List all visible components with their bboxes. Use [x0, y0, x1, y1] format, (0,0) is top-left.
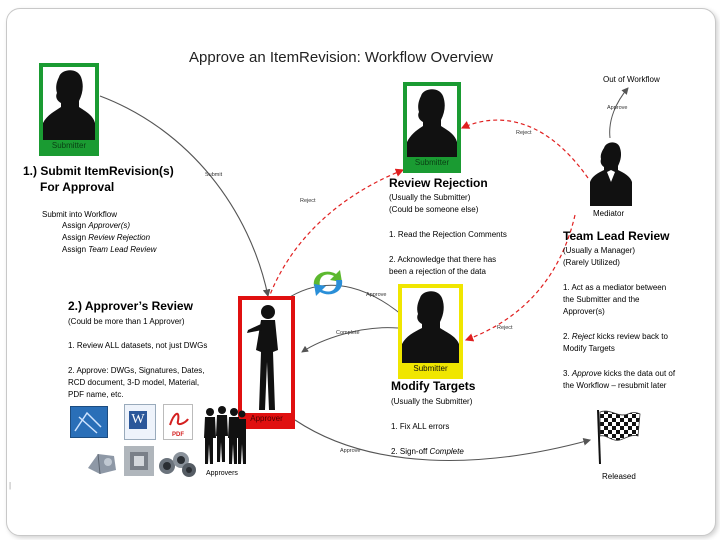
person-head-icon	[402, 291, 459, 363]
arrow-reject-top	[460, 119, 589, 179]
label-approve-top: Approve	[607, 105, 628, 111]
modify-targets-heading: Modify Targets	[391, 379, 476, 393]
arrow-submit	[99, 95, 271, 298]
label-complete: Complete	[336, 330, 360, 336]
label-reject-top: Reject	[516, 130, 532, 136]
step-2-prefix: 2.	[563, 332, 572, 341]
word-doc-icon: W	[124, 404, 156, 440]
assign-prefix: Assign	[62, 245, 87, 254]
assign-item: Assign Review Rejection	[62, 232, 150, 243]
sign-off-complete: Complete	[429, 447, 464, 456]
team-lead-step-1: 1. Act as a mediator between	[563, 283, 667, 292]
approver-step-1: 1. Review ALL datasets, not just DWGs	[68, 341, 208, 350]
refresh-cycle-icon	[306, 264, 350, 302]
label-approve-bottom: Approve	[340, 448, 361, 454]
assign-prefix: Assign	[62, 221, 87, 230]
approve-rest: kicks the data out of	[601, 369, 676, 378]
review-rejection-step-1: 1. Read the Rejection Comments	[389, 230, 507, 239]
metal-part-icon	[124, 446, 154, 476]
arrow-approve-top	[609, 87, 629, 139]
mediator-icon	[590, 140, 632, 206]
label-reject-right: Reject	[497, 325, 513, 331]
review-rejection-heading: Review Rejection	[389, 176, 488, 190]
mediator-caption: Mediator	[593, 209, 625, 218]
modify-targets-step-1: 1. Fix ALL errors	[391, 422, 450, 431]
person-head-icon	[407, 89, 457, 157]
review-rejection-step-2: 2. Acknowledge that there has	[389, 255, 497, 264]
team-lead-step-1-cont: Approver(s)	[563, 307, 605, 316]
arrow-reject-right	[464, 214, 576, 342]
modify-targets-caption: Submitter	[402, 363, 459, 375]
approver-caption: Approver	[242, 413, 291, 425]
team-lead-heading: Team Lead Review	[563, 229, 670, 243]
out-of-workflow-label: Out of Workflow	[603, 75, 660, 84]
approver-note: (Could be more than 1 Approver)	[68, 317, 185, 326]
assign-target: Team Lead Review	[88, 245, 157, 254]
cad-model-icon	[84, 444, 120, 478]
page-title: Approve an ItemRevision: Workflow Overvi…	[189, 49, 493, 66]
review-rejection-note: (Usually the Submitter)	[389, 193, 471, 202]
modify-targets-note: (Usually the Submitter)	[391, 397, 473, 406]
footer-mark: |	[9, 481, 12, 490]
person-head-icon	[43, 70, 95, 140]
drawing-icon	[70, 406, 108, 438]
modify-targets-portrait: Submitter	[398, 284, 463, 379]
review-rejection-step-2-cont: been a rejection of the data	[389, 267, 486, 276]
arrow-reject-left	[267, 168, 405, 301]
submit-heading: 1.) Submit ItemRevision(s)	[23, 164, 174, 178]
pdf-icon: PDF	[163, 404, 193, 440]
team-lead-step-2: 2. Reject kicks review back to	[563, 331, 668, 342]
team-lead-step-3: 3. Approve kicks the data out of	[563, 368, 675, 379]
sign-off-prefix: 2. Sign-off	[391, 447, 430, 456]
approver-heading: 2.) Approver’s Review	[68, 299, 193, 313]
modify-targets-step-2: 2. Sign-off Complete	[391, 446, 464, 457]
arrow-complete	[301, 327, 399, 353]
reject-word: Reject	[571, 332, 595, 341]
approvers-group-icon	[202, 404, 246, 466]
approve-word: Approve	[571, 369, 602, 378]
released-caption: Released	[602, 472, 636, 481]
assign-prefix: Assign	[62, 233, 87, 242]
label-submit: Submit	[205, 172, 223, 178]
approver-step-2-cont: PDF name, etc.	[68, 390, 124, 399]
team-lead-step-1-cont: the Submitter and the	[563, 295, 640, 304]
approver-portrait: Approver	[238, 296, 295, 429]
reject-rest: kicks review back to	[594, 332, 668, 341]
team-lead-step-3-cont: the Workflow – resubmit later	[563, 381, 667, 390]
assign-target: Review Rejection	[88, 233, 151, 242]
pdf-label: PDF	[172, 432, 184, 438]
submit-heading-sub: For Approval	[40, 180, 115, 194]
standing-person-icon	[247, 305, 278, 410]
label-reject-left: Reject	[300, 198, 316, 204]
approver-step-2: 2. Approve: DWGs, Signatures, Dates,	[68, 366, 205, 375]
assign-target: Approver(s)	[88, 221, 131, 230]
submitter-portrait: Submitter	[39, 63, 99, 156]
assign-item: Assign Team Lead Review	[62, 244, 156, 255]
team-lead-step-2-cont: Modify Targets	[563, 344, 615, 353]
label-approve-mid: Approve	[366, 292, 387, 298]
team-lead-note: (Usually a Manager)	[563, 246, 636, 255]
review-rejection-caption: Submitter	[407, 157, 457, 169]
step-3-prefix: 3.	[563, 369, 572, 378]
approvers-caption: Approvers	[206, 470, 238, 477]
review-rejection-note: (Could be someone else)	[389, 205, 479, 214]
pipes-icon	[157, 444, 197, 478]
approver-step-2-cont: RCD document, 3-D model, Material,	[68, 378, 200, 387]
assign-item: Assign Approver(s)	[62, 220, 130, 231]
submitter-caption: Submitter	[43, 140, 95, 152]
team-lead-note: (Rarely Utilized)	[563, 258, 620, 267]
checkered-flag-icon	[592, 406, 642, 466]
submit-intro: Submit into Workflow	[42, 210, 117, 219]
arrow-approve-bottom	[294, 419, 592, 462]
arrow-approve-mid	[284, 284, 411, 323]
review-rejection-portrait: Submitter	[403, 82, 461, 173]
